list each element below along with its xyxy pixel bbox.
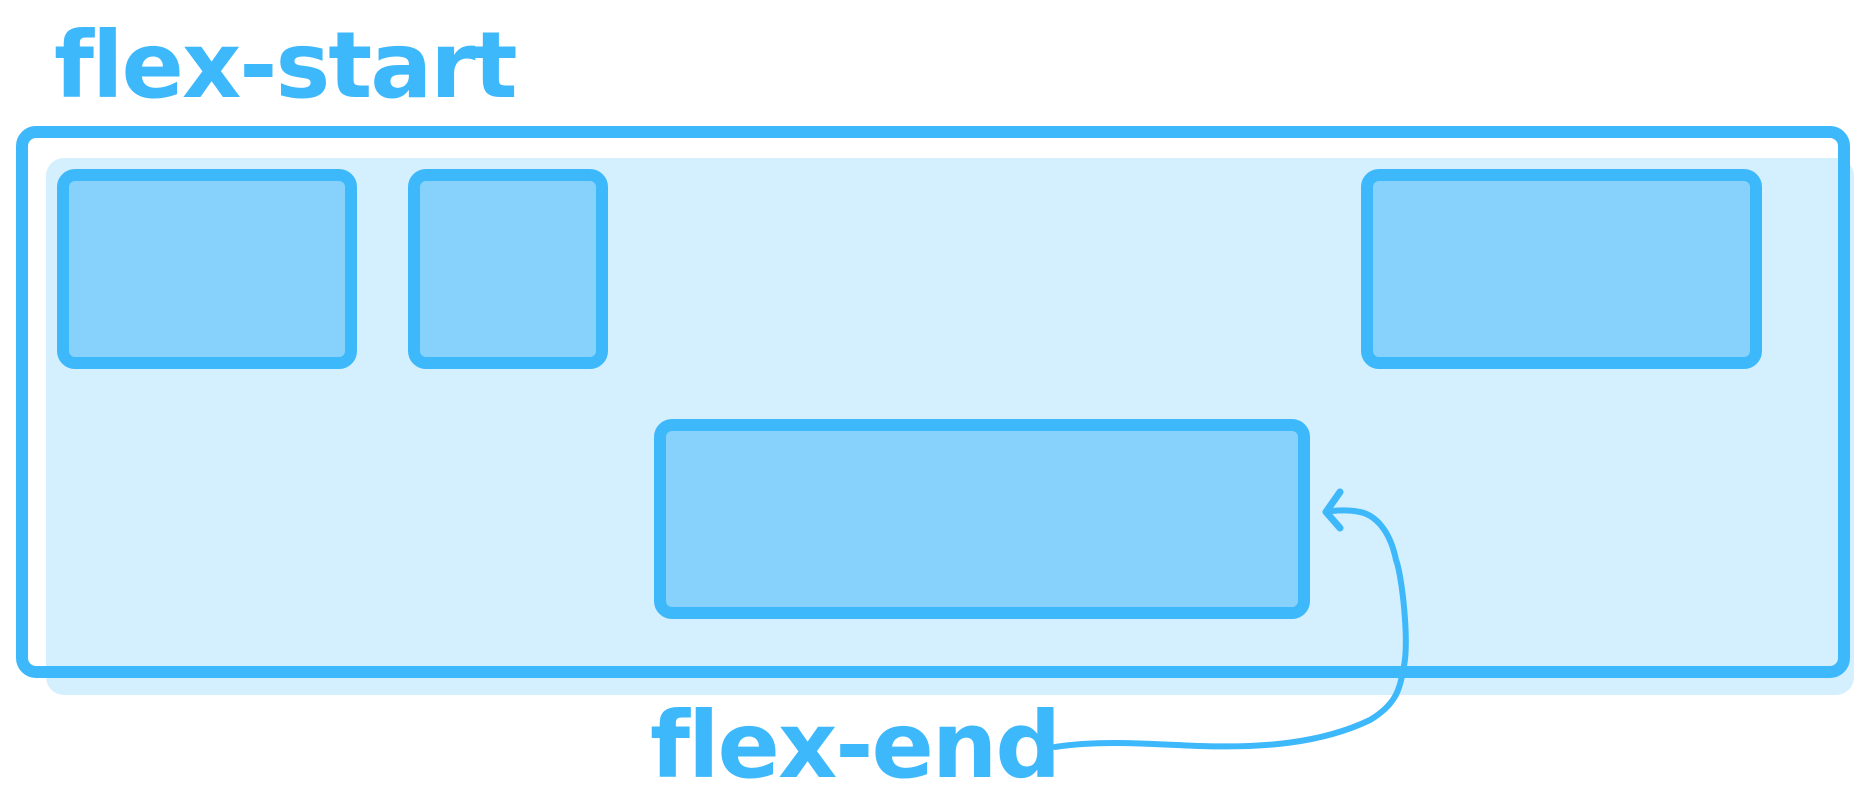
flex-start-label: flex-start bbox=[54, 12, 518, 119]
flex-item-1 bbox=[57, 169, 357, 369]
flex-item-3 bbox=[1361, 169, 1762, 369]
flex-item-2 bbox=[408, 169, 608, 369]
flex-item-4-end-aligned bbox=[654, 419, 1310, 619]
flex-end-label: flex-end bbox=[650, 692, 1061, 799]
